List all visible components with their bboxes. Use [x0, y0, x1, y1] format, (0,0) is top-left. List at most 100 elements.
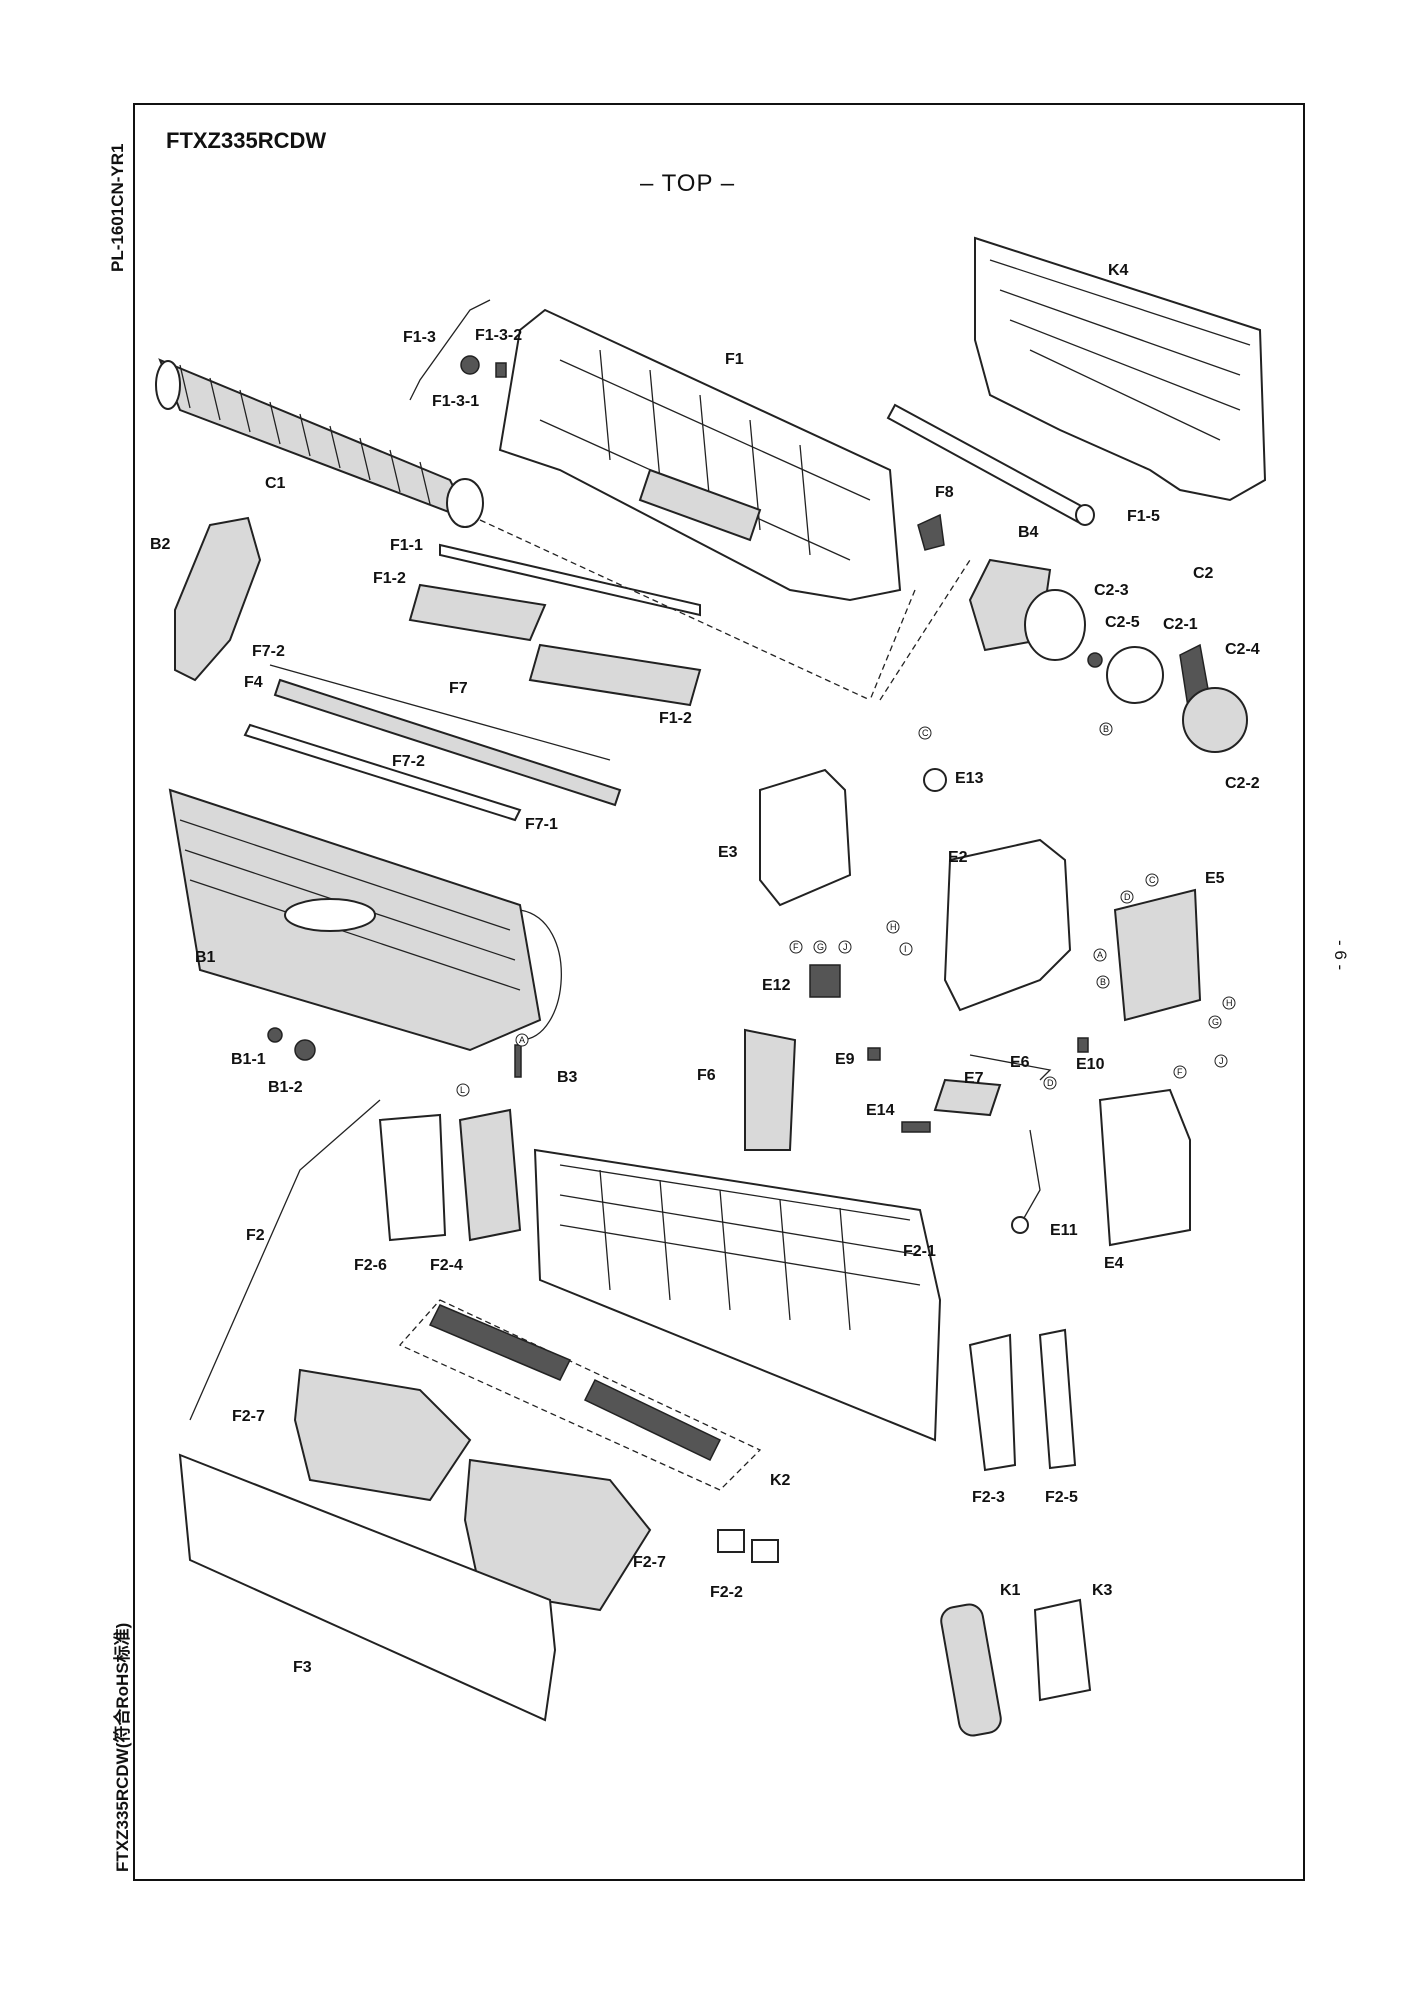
connector-marker-A-b3: A	[515, 1033, 529, 1047]
label-E4: E4	[1104, 1255, 1124, 1272]
part-B1-1	[267, 1027, 283, 1043]
label-C2-3: C2-3	[1094, 582, 1129, 599]
label-B1: B1	[195, 949, 216, 966]
label-E11: E11	[1050, 1222, 1078, 1239]
label-F1-2-upper: F1-2	[373, 570, 406, 587]
label-F2-3: F2-3	[972, 1489, 1005, 1506]
part-E2-control-box	[943, 838, 1072, 1012]
part-E12-terminal	[809, 964, 841, 998]
label-E9: E9	[835, 1051, 855, 1068]
part-F3-front-panel	[178, 1453, 557, 1722]
part-F2-2-sheet-a	[717, 1529, 745, 1553]
bracket-F1-3	[409, 299, 491, 401]
label-E5: E5	[1205, 870, 1225, 887]
part-F2-1-front-grille	[533, 1148, 942, 1442]
part-E11-sensor	[1019, 1129, 1041, 1226]
part-E6-wire	[969, 1054, 1052, 1081]
model-title: FTXZ335RCDW	[166, 128, 327, 153]
part-F6	[744, 1028, 797, 1151]
label-F1-3: F1-3	[403, 329, 436, 346]
svg-text:G: G	[1212, 1017, 1219, 1027]
label-F2-4: F2-4	[430, 1257, 463, 1274]
part-E3-cover	[759, 768, 852, 907]
label-F1-3-1: F1-3-1	[432, 393, 479, 410]
connector-marker-D-e6: D	[1043, 1076, 1057, 1090]
label-C2-4: C2-4	[1225, 641, 1260, 658]
part-F2-2-sheet-b	[751, 1539, 779, 1563]
connector-marker-A-e5: A	[1093, 948, 1107, 962]
label-F4: F4	[244, 674, 263, 691]
connector-marker-G-e5: G	[1208, 1015, 1222, 1029]
svg-text:A: A	[1097, 950, 1103, 960]
part-F7-flap	[243, 664, 622, 822]
part-B1-heat-exchanger	[168, 788, 562, 1052]
label-K3: K3	[1092, 1582, 1113, 1599]
part-F1-5-rod	[886, 403, 1095, 526]
connector-marker-I: I	[899, 942, 913, 956]
part-E9	[867, 1047, 881, 1061]
label-E3: E3	[718, 844, 738, 861]
part-F2-7-right	[463, 1458, 652, 1612]
part-K3-manual	[1033, 1598, 1092, 1702]
part-C1-fan-rotor	[155, 358, 484, 528]
part-K4-mounting-plate	[974, 236, 1267, 502]
part-B3	[514, 1044, 522, 1078]
part-F2-7-left	[293, 1368, 472, 1502]
part-C2-fan-motor-group	[1024, 589, 1248, 753]
svg-text:J: J	[1219, 1056, 1224, 1066]
label-B3: B3	[557, 1069, 578, 1086]
part-F1-3-1	[460, 355, 480, 375]
label-F2-2: F2-2	[710, 1584, 743, 1601]
svg-text:F: F	[793, 942, 799, 952]
svg-text:A: A	[519, 1035, 525, 1045]
connector-marker-F-e5: F	[1173, 1065, 1187, 1079]
connector-marker-C-e5: C	[1145, 873, 1159, 887]
part-F2-4	[458, 1108, 522, 1242]
svg-text:L: L	[460, 1085, 465, 1095]
connector-marker-F-e12: F	[789, 940, 803, 954]
label-F3: F3	[293, 1659, 312, 1676]
label-F2-7-left: F2-7	[232, 1408, 265, 1425]
part-E5-pcb	[1113, 888, 1202, 1022]
label-C2-1: C2-1	[1163, 616, 1198, 633]
label-F7: F7	[449, 680, 468, 697]
label-B1-1: B1-1	[231, 1051, 266, 1068]
svg-text:H: H	[890, 922, 897, 932]
svg-text:C: C	[1149, 875, 1156, 885]
label-E2: E2	[948, 849, 968, 866]
svg-text:C: C	[922, 728, 929, 738]
label-E6: E6	[1010, 1054, 1030, 1071]
label-F1-3-2: F1-3-2	[475, 327, 522, 344]
connector-marker-B-e5: B	[1096, 975, 1110, 989]
label-F2: F2	[246, 1227, 265, 1244]
part-E14	[901, 1121, 931, 1133]
bracket-F2	[189, 1099, 381, 1421]
label-F2-6: F2-6	[354, 1257, 387, 1274]
label-C2: C2	[1193, 565, 1214, 582]
part-F8	[917, 513, 945, 551]
connector-marker-D-e5: D	[1120, 890, 1134, 904]
label-F2-7-right: F2-7	[633, 1554, 666, 1571]
connector-marker-J-e12: J	[838, 940, 852, 954]
label-F7-2-lower: F7-2	[392, 753, 425, 770]
svg-text:B: B	[1103, 724, 1109, 734]
label-F8: F8	[935, 484, 954, 501]
leader-lines	[479, 519, 971, 701]
svg-text:D: D	[1047, 1078, 1054, 1088]
part-E4-cover	[1098, 1088, 1191, 1247]
connector-marker-H: H	[886, 920, 900, 934]
bracket-K2	[398, 1299, 762, 1491]
label-K2: K2	[770, 1472, 791, 1489]
label-F1-1: F1-1	[390, 537, 423, 554]
part-K2-filter-lower	[583, 1379, 722, 1461]
connector-marker-C-top: C	[918, 726, 932, 740]
label-E7: E7	[964, 1070, 984, 1087]
label-F1: F1	[725, 351, 744, 368]
part-F2-5	[1038, 1328, 1077, 1470]
label-E12: E12	[762, 977, 791, 994]
part-F1-3-2	[495, 362, 507, 378]
connector-marker-J-e5: J	[1214, 1054, 1228, 1068]
part-E13	[923, 768, 947, 792]
label-E10: E10	[1076, 1056, 1105, 1073]
